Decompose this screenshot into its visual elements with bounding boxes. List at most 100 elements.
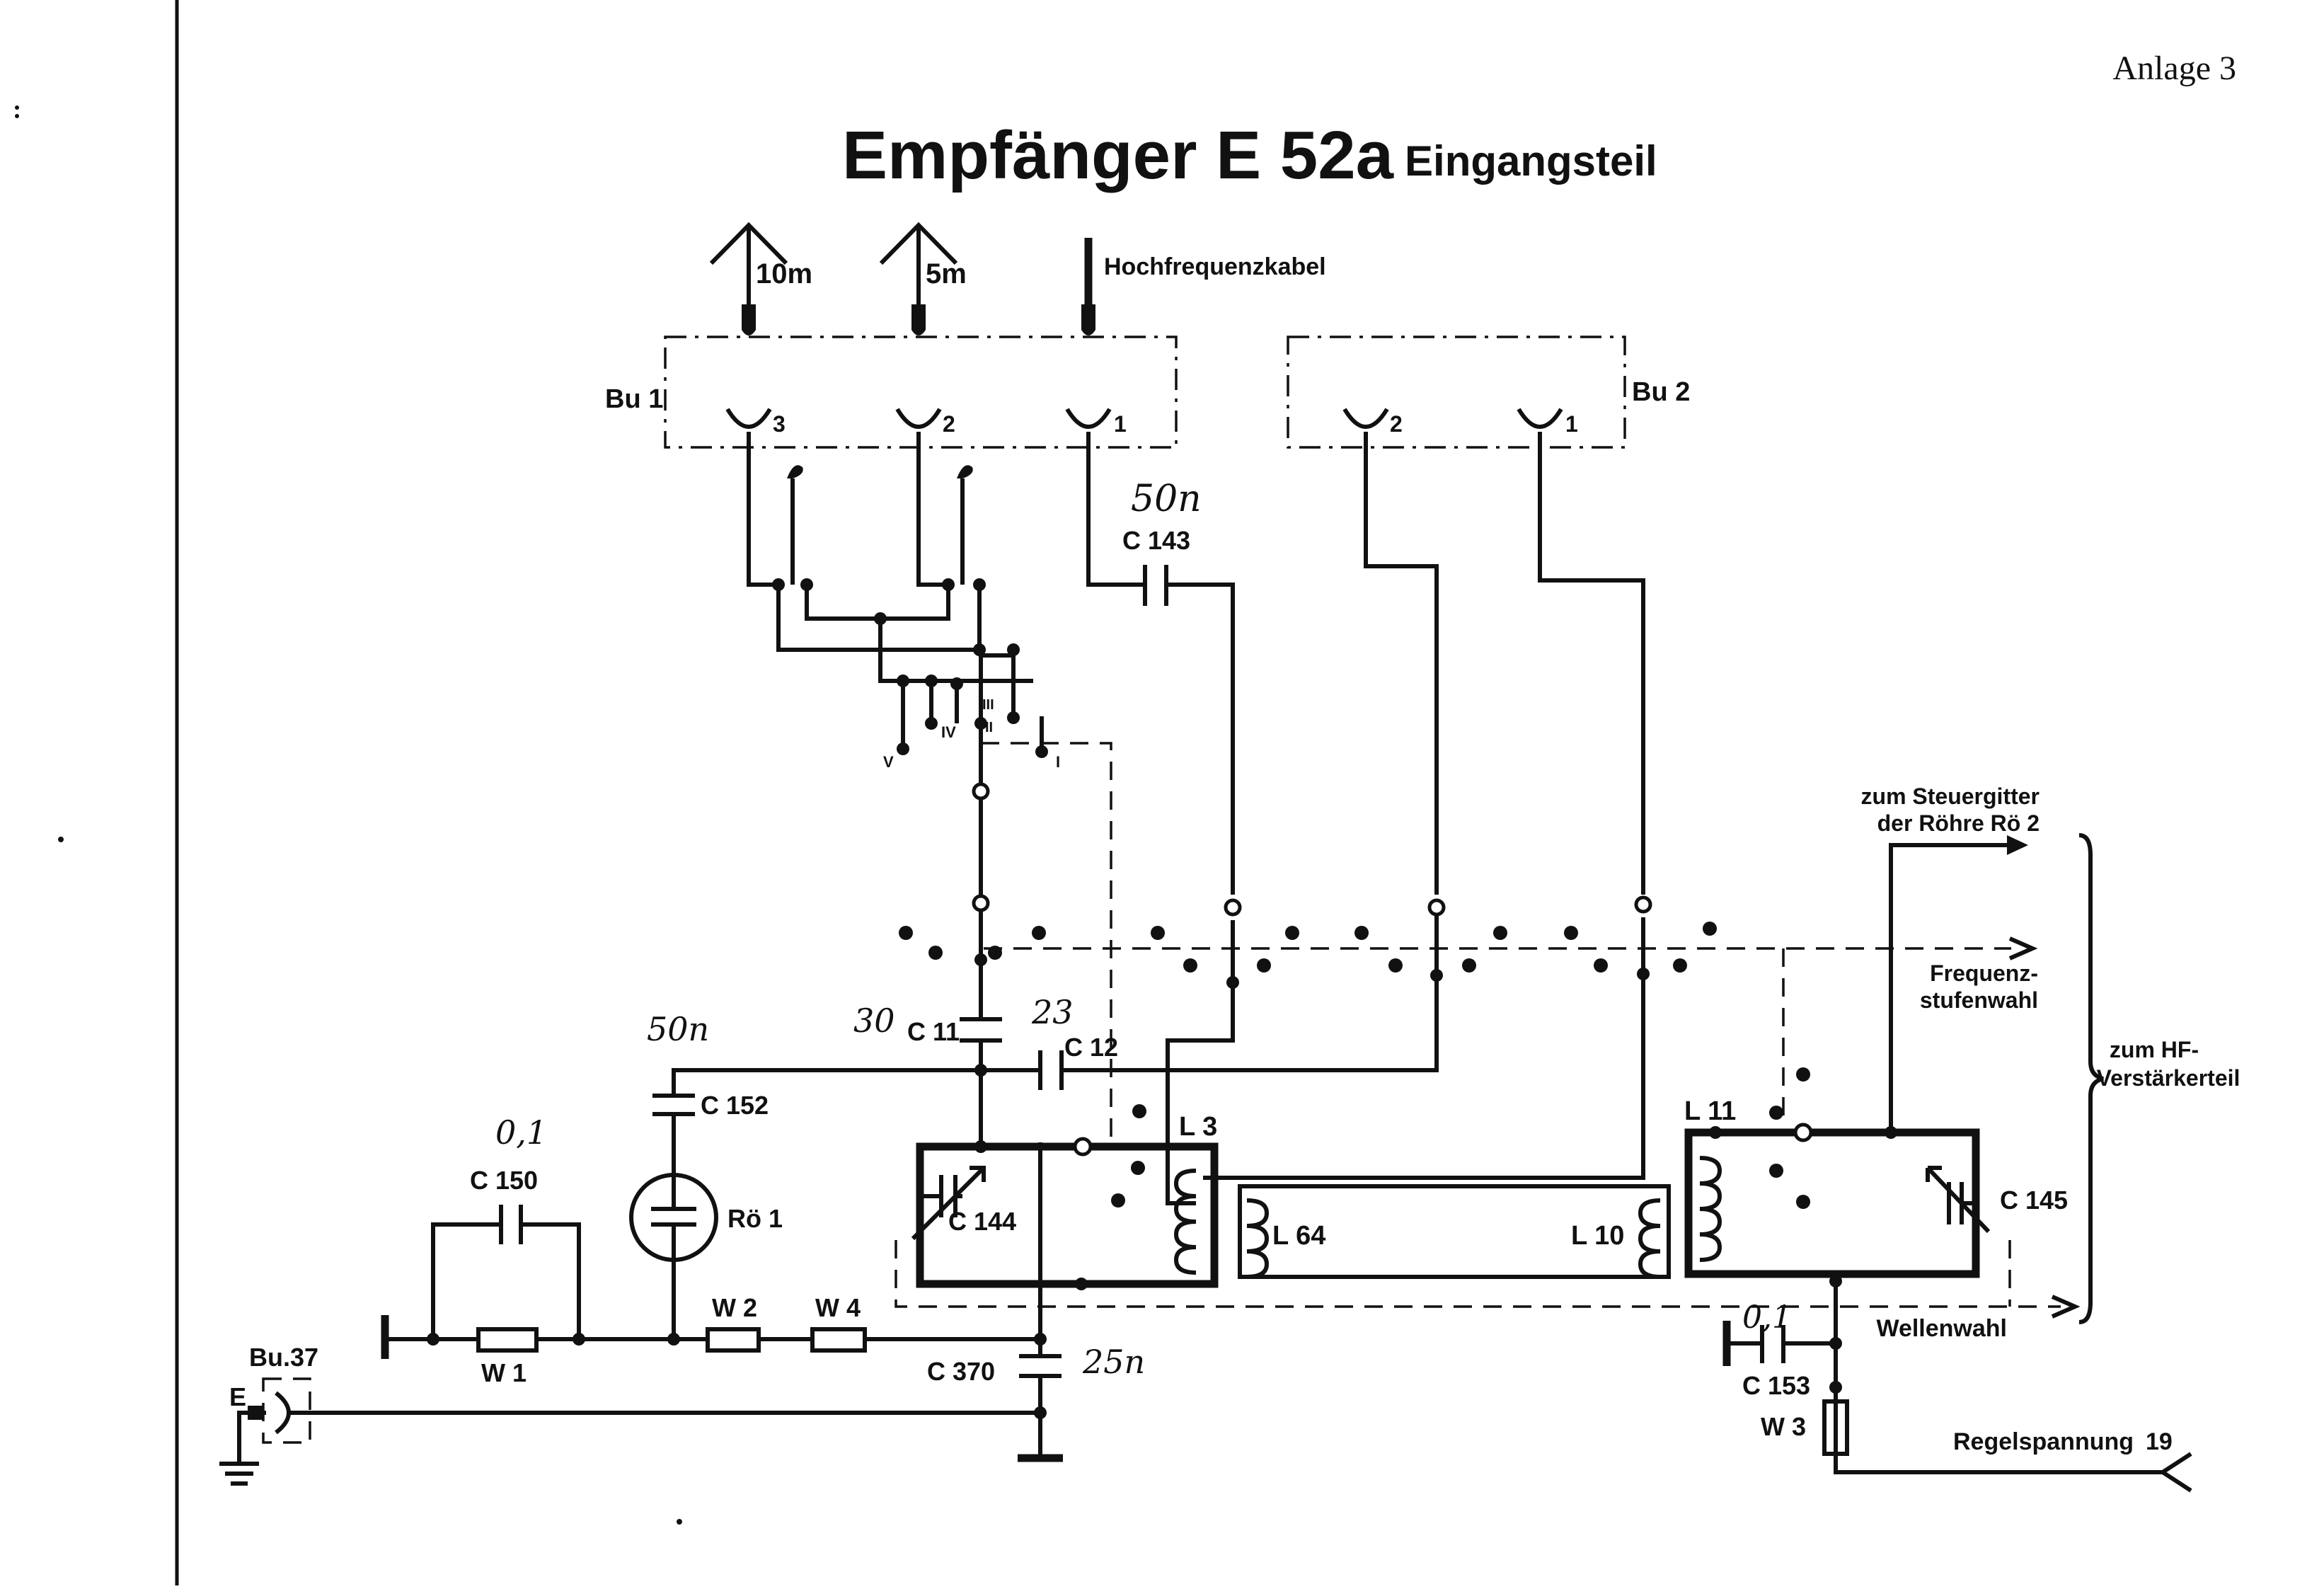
arrow-icon <box>2161 1452 2192 1493</box>
antenna-5m-label: 5m <box>926 258 967 289</box>
c12-label: C 12 <box>1064 1033 1118 1062</box>
socket-contact-icon <box>725 408 772 444</box>
switch-contact-open <box>1634 895 1652 914</box>
c150-label: C 150 <box>470 1166 538 1195</box>
c11-label: C 11 <box>907 1017 960 1046</box>
w4-label: W 4 <box>815 1293 861 1322</box>
hf-cable-label: Hochfrequenzkabel <box>1104 253 1326 280</box>
w2-label: W 2 <box>712 1293 757 1322</box>
socket-contact-icon <box>1517 408 1563 444</box>
inductor-l10 <box>1638 1198 1661 1279</box>
switch-pos-ii: II <box>985 720 993 735</box>
coupling-loop <box>1238 1184 1671 1279</box>
c153-label: C 153 <box>1742 1371 1810 1400</box>
switch-pos-iii: III <box>982 697 994 713</box>
wellenwahl-label: Wellenwahl <box>1876 1315 2007 1342</box>
antenna-10m-label: 10m <box>756 258 812 289</box>
c143-label: C 143 <box>1122 526 1190 555</box>
steuergitter-line1: zum Steuergitter <box>1861 784 2040 809</box>
capacitor-c11 <box>960 984 1002 1070</box>
c370-value: 25n <box>1082 1343 1145 1381</box>
tuned-circuit-right <box>1684 1128 1980 1278</box>
resistor-w1 <box>476 1327 539 1353</box>
l3-label: L 3 <box>1179 1112 1217 1142</box>
antenna-5m-icon <box>879 222 958 335</box>
c12-value: 23 <box>1031 993 1074 1031</box>
tuned-circuit-left <box>916 1142 1219 1288</box>
capacitor-c153 <box>1722 1321 1836 1366</box>
socket-contact-icon <box>1342 408 1389 444</box>
switch-contact-open <box>1224 898 1242 917</box>
c11-value: 30 <box>853 1002 895 1040</box>
hf-line2: Verstärkerteil <box>2097 1065 2240 1091</box>
switch-contact-open <box>1073 1137 1093 1157</box>
switch-contacts <box>772 578 1048 758</box>
c152-value: 50n <box>647 1010 709 1048</box>
capacitor-c150 <box>431 1205 581 1339</box>
bu2-pin-2: 2 <box>1390 411 1403 437</box>
bu1-pin-3: 3 <box>773 411 786 437</box>
tube-ro1 <box>629 1173 718 1339</box>
socket-contact-icon <box>275 1391 291 1435</box>
l11-label: L 11 <box>1684 1096 1736 1126</box>
bu1-pin-1: 1 <box>1114 411 1127 437</box>
arrow-icon <box>2007 835 2028 855</box>
antenna-10m-icon <box>709 222 788 335</box>
ro1-label: Rö 1 <box>727 1204 783 1233</box>
c153-value: 0,1 <box>1742 1300 1792 1336</box>
regel-label: Regelspannung <box>1953 1428 2134 1455</box>
l64-label: L 64 <box>1272 1221 1325 1251</box>
switch-contact-open <box>1427 898 1446 917</box>
w1-label: W 1 <box>481 1358 527 1387</box>
page-label: Anlage 3 <box>2112 50 2236 87</box>
bu2-label: Bu 2 <box>1632 377 1690 407</box>
regel-number: 19 <box>2146 1428 2173 1455</box>
capacitor-c12 <box>981 906 1439 1090</box>
capacitor-c152 <box>652 1090 695 1176</box>
variable-capacitor-c145 <box>1926 1166 1991 1234</box>
hf-line1: zum HF- <box>2110 1037 2199 1062</box>
c152-label: C 152 <box>701 1091 769 1120</box>
steuergitter-line2: der Röhre Rö 2 <box>1877 810 2040 836</box>
switch-contact-open <box>972 894 990 912</box>
switch-pos-iv: IV <box>941 723 956 741</box>
resistor-w4 <box>810 1327 867 1353</box>
diagram-subtitle: Eingangsteil <box>1405 137 1657 185</box>
frequency-switch-dots <box>899 922 1810 1209</box>
bu37-label: Bu.37 <box>249 1343 318 1372</box>
socket-contact-icon <box>895 408 942 444</box>
switch-contact-open <box>972 782 990 801</box>
bu1-socket-box <box>664 335 1178 449</box>
c144-label: C 144 <box>948 1207 1016 1236</box>
mechanical-link <box>981 742 1112 1142</box>
inductor-l3 <box>1173 1169 1197 1275</box>
socket-contact-icon <box>1065 408 1112 444</box>
brace-icon <box>2078 833 2104 1324</box>
c143-value: 50n <box>1131 478 1202 520</box>
c145-label: C 145 <box>2000 1186 2068 1215</box>
bu1-label: Bu 1 <box>605 384 663 414</box>
arrow-icon <box>2051 1295 2081 1319</box>
c150-value: 0,1 <box>495 1113 547 1152</box>
arrow-icon <box>2008 936 2038 960</box>
bu2-pin-1: 1 <box>1565 411 1578 437</box>
bu1-pin-2: 2 <box>943 411 955 437</box>
switch-pos-i: I <box>1056 753 1060 771</box>
capacitor-c370 <box>1018 1339 1063 1462</box>
capacitor-c143 <box>1086 444 1235 895</box>
ground-icon <box>219 1406 266 1486</box>
bu37-pin-e: E <box>229 1382 246 1411</box>
variable-capacitor-c144 <box>911 1166 986 1241</box>
hf-cable-icon <box>1081 238 1095 335</box>
switch-wiring <box>747 444 1044 763</box>
wave-select-link <box>894 1240 2061 1308</box>
switch-pos-v: V <box>883 753 894 771</box>
inductor-l11 <box>1699 1156 1722 1262</box>
l10-label: L 10 <box>1571 1221 1624 1251</box>
frequenz-line1: Frequenz- <box>1930 960 2038 986</box>
c370-label: C 370 <box>927 1357 995 1386</box>
w3-label: W 3 <box>1761 1412 1806 1441</box>
diagram-title: Empfänger E 52a <box>842 117 1394 193</box>
